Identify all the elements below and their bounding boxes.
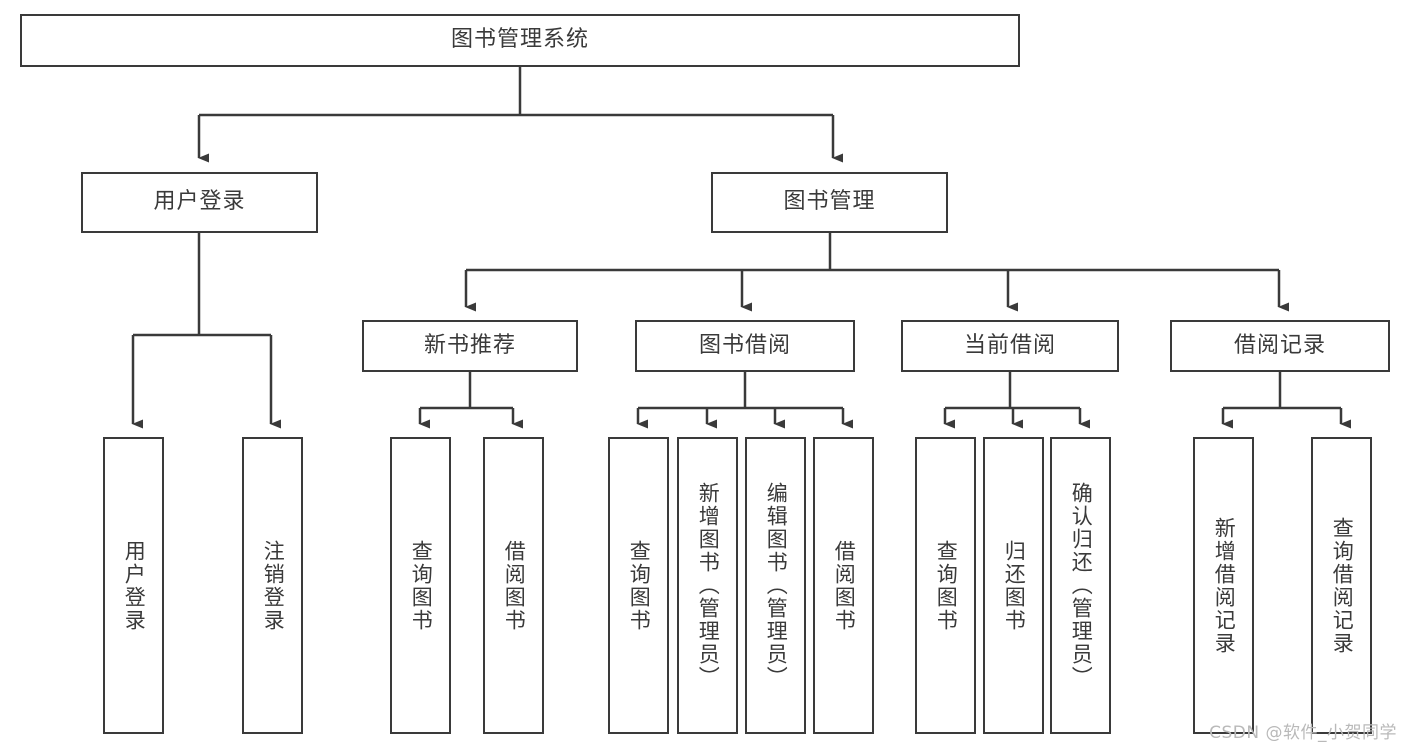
- leaf-newbook-borrow-book[interactable]: 借阅图书: [483, 437, 544, 734]
- node-user-login[interactable]: 用户登录: [81, 172, 318, 233]
- leaf-edit-book-admin-label: 编辑图书（管理员）: [764, 482, 789, 689]
- leaf-newbook-query-book[interactable]: 查询图书: [390, 437, 451, 734]
- node-borrow-record-label: 借阅记录: [1233, 332, 1326, 358]
- leaf-query-borrow-record[interactable]: 查询借阅记录: [1311, 437, 1372, 734]
- leaf-logout[interactable]: 注销登录: [242, 437, 303, 734]
- leaf-confirm-return-admin-label: 确认归还（管理员）: [1069, 482, 1094, 689]
- node-book-management[interactable]: 图书管理: [711, 172, 948, 233]
- node-book-management-label: 图书管理: [783, 189, 876, 215]
- leaf-add-borrow-record-label: 新增借阅记录: [1212, 516, 1237, 655]
- leaf-user-login-label: 用户登录: [122, 539, 147, 632]
- leaf-edit-book-admin[interactable]: 编辑图书（管理员）: [745, 437, 806, 734]
- leaf-current-query-book-label: 查询图书: [934, 539, 959, 632]
- node-current-borrow-label: 当前借阅: [963, 332, 1056, 358]
- leaf-add-book-admin[interactable]: 新增图书（管理员）: [677, 437, 738, 734]
- node-borrow-record[interactable]: 借阅记录: [1170, 320, 1390, 372]
- leaf-query-borrow-record-label: 查询借阅记录: [1330, 516, 1355, 655]
- leaf-borrow-query-book[interactable]: 查询图书: [608, 437, 669, 734]
- node-book-borrow[interactable]: 图书借阅: [635, 320, 855, 372]
- leaf-add-book-admin-label: 新增图书（管理员）: [696, 482, 721, 689]
- node-root-label: 图书管理系统: [450, 27, 589, 53]
- node-book-borrow-label: 图书借阅: [698, 332, 791, 358]
- leaf-current-query-book[interactable]: 查询图书: [915, 437, 976, 734]
- node-new-book-recommend-label: 新书推荐: [423, 332, 516, 358]
- node-current-borrow[interactable]: 当前借阅: [901, 320, 1119, 372]
- leaf-logout-label: 注销登录: [261, 539, 286, 632]
- leaf-borrow-book[interactable]: 借阅图书: [813, 437, 874, 734]
- leaf-return-book-label: 归还图书: [1002, 539, 1027, 632]
- leaf-add-borrow-record[interactable]: 新增借阅记录: [1193, 437, 1254, 734]
- leaf-user-login[interactable]: 用户登录: [103, 437, 164, 734]
- watermark: CSDN @软件_小贺同学: [1209, 723, 1397, 743]
- leaf-newbook-borrow-book-label: 借阅图书: [502, 539, 527, 632]
- node-root[interactable]: 图书管理系统: [20, 14, 1020, 67]
- node-new-book-recommend[interactable]: 新书推荐: [362, 320, 578, 372]
- leaf-borrow-book-label: 借阅图书: [832, 539, 857, 632]
- node-user-login-label: 用户登录: [153, 189, 246, 215]
- leaf-borrow-query-book-label: 查询图书: [627, 539, 652, 632]
- leaf-return-book[interactable]: 归还图书: [983, 437, 1044, 734]
- leaf-confirm-return-admin[interactable]: 确认归还（管理员）: [1050, 437, 1111, 734]
- leaf-newbook-query-book-label: 查询图书: [409, 539, 434, 632]
